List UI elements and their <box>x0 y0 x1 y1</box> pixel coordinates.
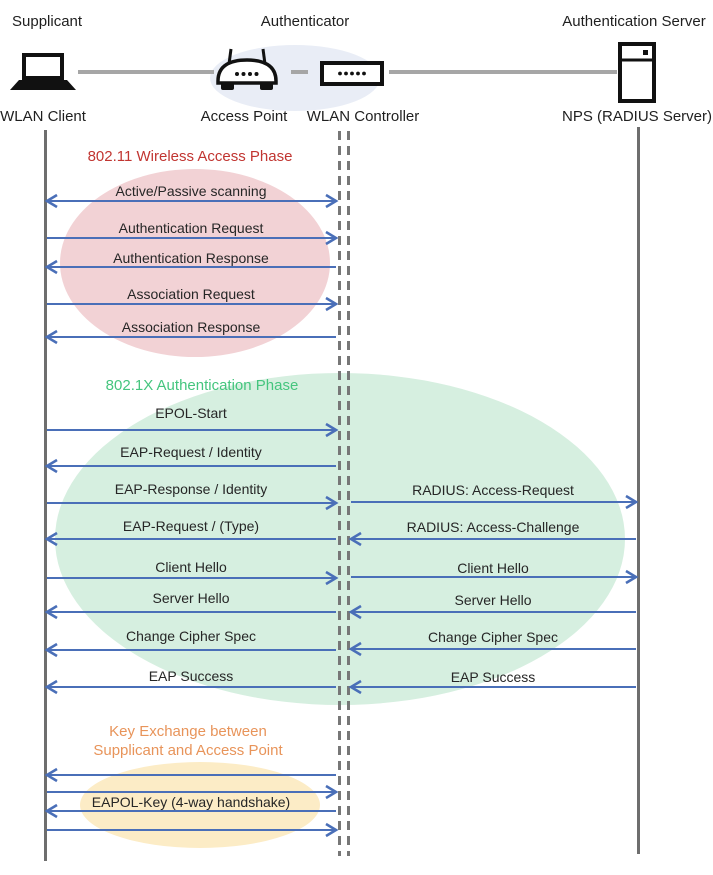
message-label: EAP Success <box>148 668 234 684</box>
message-label: EPOL-Start <box>155 405 227 421</box>
message-label: EAP Success <box>450 669 536 685</box>
message-label: EAP-Request / (Type) <box>122 518 260 534</box>
message-label: Active/Passive scanning <box>115 183 267 199</box>
role-authenticator: Authenticator <box>260 13 350 30</box>
phase3-title: Key Exchange between Supplicant and Acce… <box>93 723 283 759</box>
message-label: EAP-Request / Identity <box>120 444 262 460</box>
node-label-nps: NPS (RADIUS Server) <box>561 108 713 125</box>
message-label: EAPOL-Key (4-way handshake) <box>91 794 291 810</box>
connector-controller-server <box>389 70 617 74</box>
message-label: Association Request <box>127 286 255 302</box>
wlan-controller-icon <box>320 61 384 86</box>
access-point-icon <box>216 48 278 90</box>
laptop-icon <box>10 53 76 90</box>
message-label: EAP-Response / Identity <box>114 481 268 497</box>
lifeline-wlan-client <box>44 130 47 861</box>
message-label: Change Cipher Spec <box>428 629 558 645</box>
message-label: Authentication Response <box>113 250 269 266</box>
lifeline-controller-right <box>347 131 350 856</box>
role-supplicant: Supplicant <box>12 13 83 30</box>
connector-client-ap <box>78 70 214 74</box>
phase2-title: 802.1X Authentication Phase <box>105 377 299 394</box>
lifeline-controller-left <box>338 131 341 856</box>
phase3-ellipse <box>80 762 320 848</box>
message-label: Server Hello <box>454 592 532 608</box>
message-label: Server Hello <box>152 590 230 606</box>
node-label-access-point: Access Point <box>200 108 288 125</box>
message-label: RADIUS: Access-Challenge <box>406 519 580 535</box>
phase1-title: 802.11 Wireless Access Phase <box>87 148 293 165</box>
message-label: Association Response <box>121 319 261 335</box>
connector-ap-controller <box>291 70 308 74</box>
role-authentication-server: Authentication Server <box>562 13 706 30</box>
node-label-wlan-controller: WLAN Controller <box>306 108 420 125</box>
message-label: Client Hello <box>155 559 227 575</box>
lifeline-radius-server <box>637 127 640 854</box>
message-label: Change Cipher Spec <box>126 628 256 644</box>
message-label: Client Hello <box>457 560 529 576</box>
node-label-wlan-client: WLAN Client <box>0 108 86 125</box>
message-label: Authentication Request <box>118 220 264 236</box>
server-icon <box>618 42 656 103</box>
message-label: RADIUS: Access-Request <box>412 482 574 498</box>
